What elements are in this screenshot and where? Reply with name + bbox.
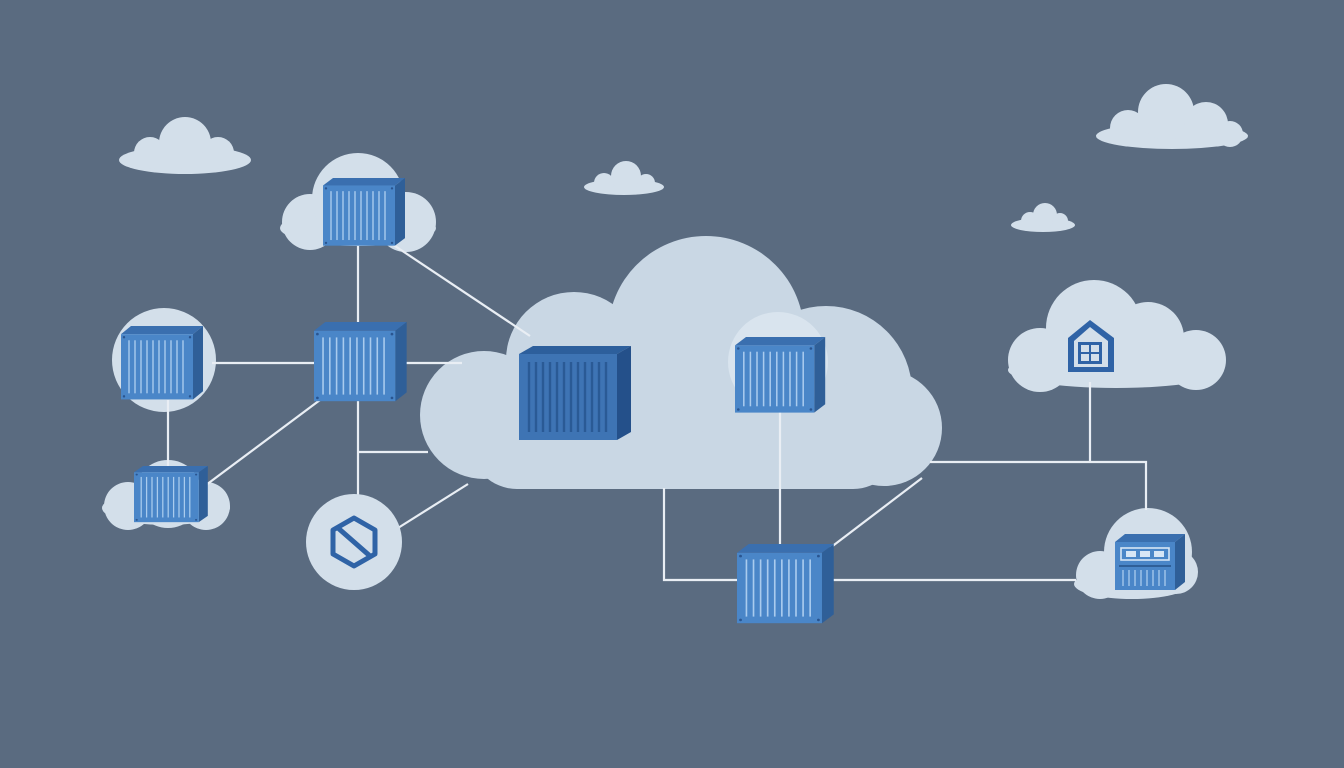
network-icon-node: [306, 494, 402, 590]
cloud-house-node: [1008, 280, 1226, 392]
container-bottom-left: [133, 465, 209, 523]
connector-lines: [166, 243, 1148, 582]
container-bottom-center: [736, 543, 835, 625]
bg-cloud-small-mid: [584, 161, 664, 195]
bg-cloud-right: [1096, 84, 1248, 149]
container-central: [517, 344, 633, 442]
bg-cloud-tiny-right: [1011, 203, 1075, 232]
connector: [930, 460, 1148, 510]
connector: [391, 243, 531, 337]
house-icon: [1068, 320, 1114, 372]
container-left: [120, 325, 204, 401]
container-bottom-right: [1115, 534, 1185, 590]
hexagon-link-icon: [330, 515, 378, 569]
connector: [397, 483, 469, 529]
container-center-right: [734, 336, 826, 414]
container-top: [322, 177, 406, 247]
connector: [201, 399, 321, 489]
cloud-central: [420, 236, 942, 489]
connector: [829, 477, 923, 549]
connector: [662, 488, 738, 582]
container-hub: [313, 321, 408, 402]
bg-cloud-left: [119, 117, 251, 174]
